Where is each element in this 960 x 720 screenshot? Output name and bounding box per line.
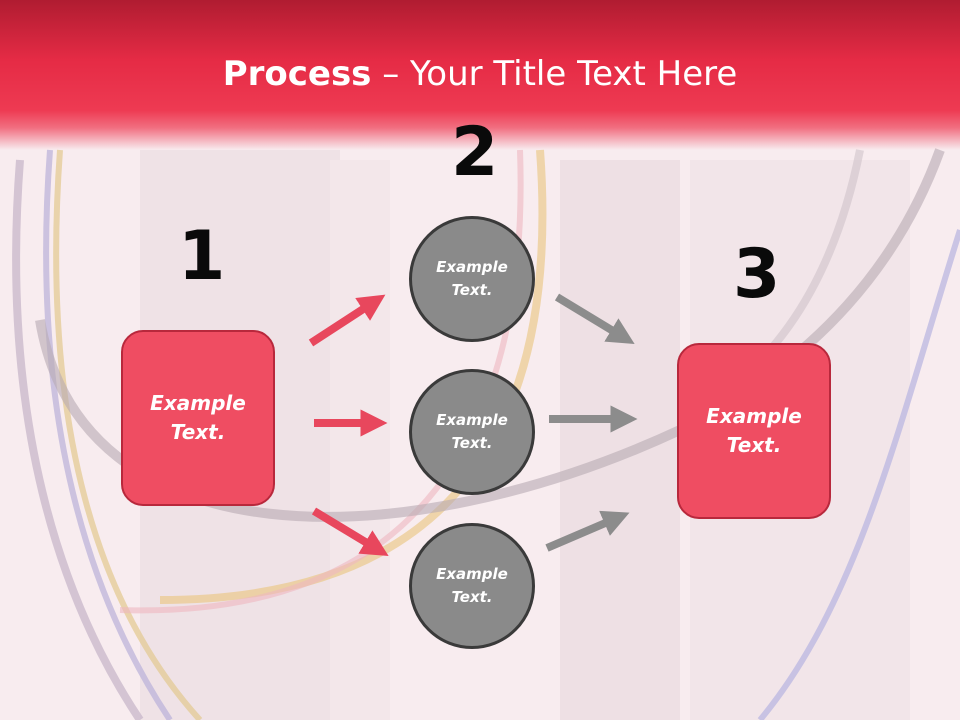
- circle-top: Example Text.: [409, 216, 535, 342]
- arrow-red-down: [311, 507, 389, 557]
- arrow-gray-up: [545, 510, 630, 552]
- circle-bottom-label: Example Text.: [436, 565, 508, 606]
- step-number-1: 1: [178, 217, 226, 296]
- circle-middle-label: Example Text.: [436, 411, 508, 452]
- slide-title: Process – Your Title Text Here: [0, 52, 960, 96]
- arrow-red-up: [308, 294, 386, 347]
- circle-middle: Example Text.: [409, 369, 535, 495]
- circle-bottom: Example Text.: [409, 523, 535, 649]
- right-box: Example Text.: [677, 343, 831, 519]
- title-rest: – Your Title Text Here: [371, 54, 738, 94]
- step-number-3: 3: [733, 235, 781, 314]
- left-box-label: Example Text.: [150, 391, 246, 444]
- title-band: [0, 0, 960, 150]
- step-number-2: 2: [451, 113, 499, 192]
- circle-top-label: Example Text.: [436, 258, 508, 299]
- title-bold: Process: [222, 54, 372, 94]
- left-box: Example Text.: [121, 330, 275, 506]
- arrow-gray-down: [554, 293, 635, 345]
- right-box-label: Example Text.: [706, 404, 802, 457]
